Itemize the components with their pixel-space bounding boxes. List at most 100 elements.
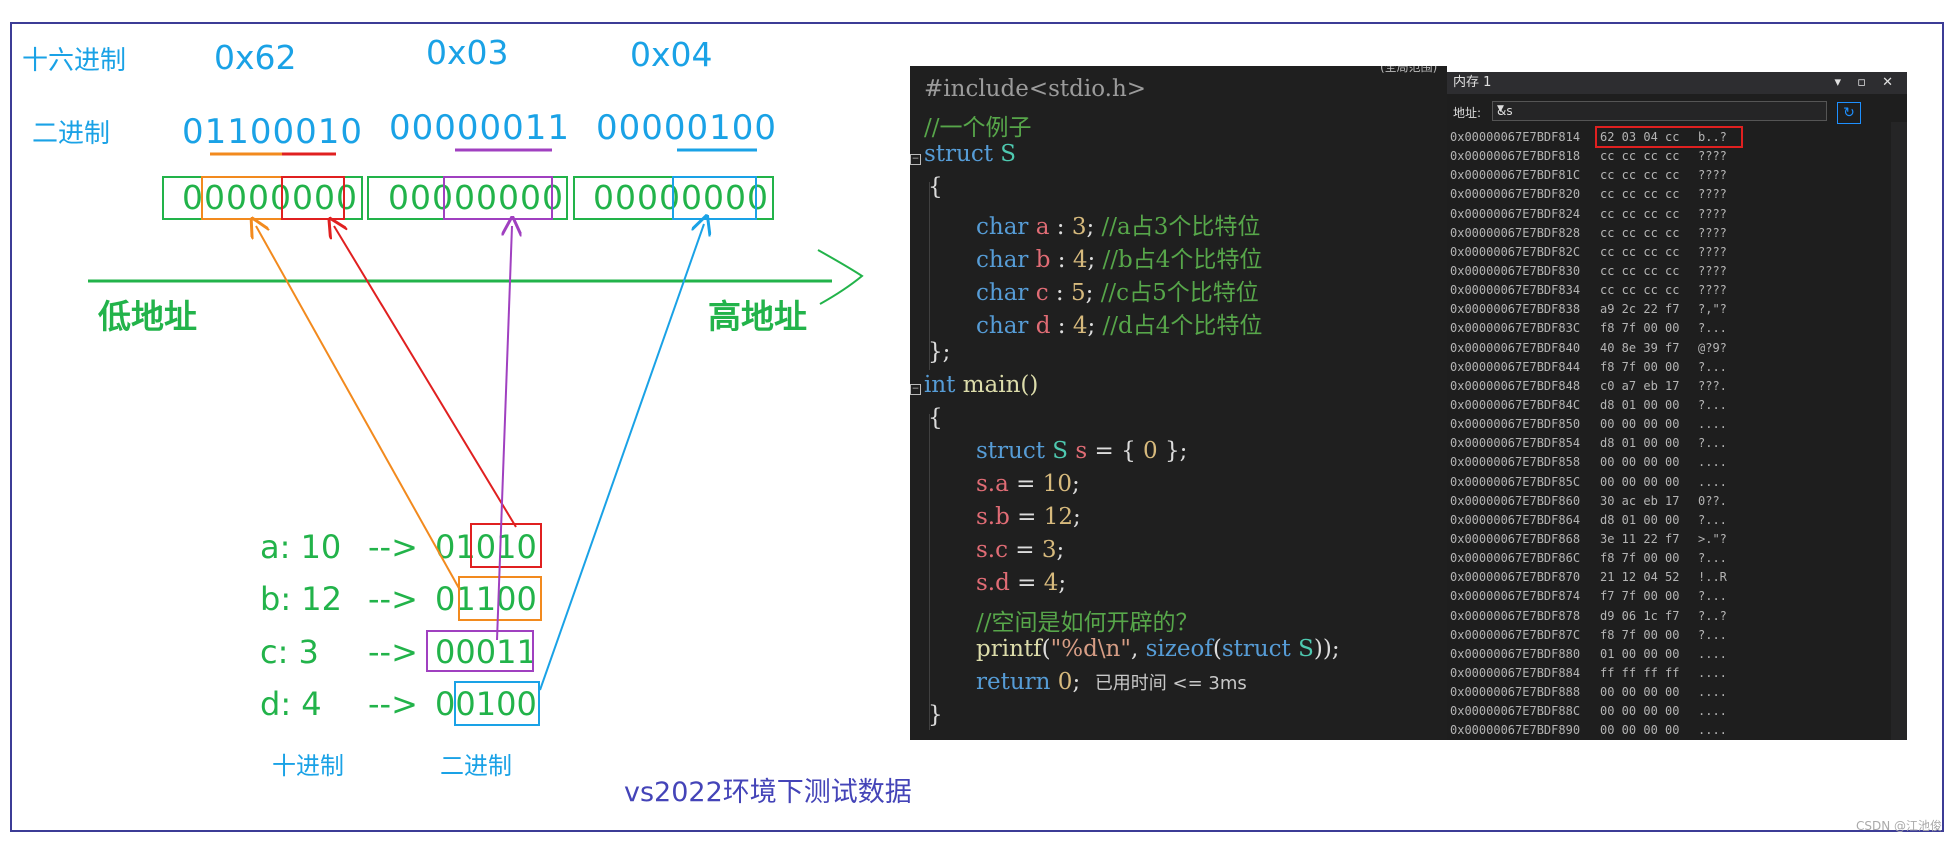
indent-guide <box>929 182 930 370</box>
assign-line-a: s.a = 10; <box>976 471 1080 497</box>
memory-address: 0x00000067E7BDF888 <box>1450 685 1581 700</box>
memory-ascii: ???? <box>1698 187 1727 202</box>
memory-bytes: 3e 11 22 f7 <box>1600 531 1680 546</box>
code-line-12: struct S s = { 0 }; <box>976 438 1188 464</box>
memory-bytes: 00 00 00 00 <box>1600 474 1680 489</box>
fold-toggle-icon[interactable]: − <box>910 154 921 165</box>
memory-address: 0x00000067E7BDF84C <box>1450 397 1581 412</box>
memory-address: 0x00000067E7BDF82C <box>1450 244 1581 259</box>
refresh-icon[interactable]: ↻ <box>1837 102 1861 124</box>
code-editor[interactable]: (全局范围) − − #include<stdio.h> //一个例子 stru… <box>910 66 1447 740</box>
code-line-3: struct S <box>924 141 1017 167</box>
address-label: 地址: <box>1453 106 1482 120</box>
memory-ascii: ???? <box>1698 225 1727 240</box>
memory-bytes: f8 7f 00 00 <box>1600 359 1680 374</box>
memory-bytes: cc cc cc cc <box>1600 283 1680 298</box>
memory-address: 0x00000067E7BDF860 <box>1450 493 1581 508</box>
code-line-4: { <box>928 174 943 200</box>
memory-address: 0x00000067E7BDF840 <box>1450 340 1581 355</box>
row-arrow: --> <box>368 580 418 618</box>
memory-bytes: c0 a7 eb 17 <box>1600 378 1680 393</box>
memory-ascii: .... <box>1698 455 1727 470</box>
memory-ascii: b..? <box>1698 130 1727 144</box>
row-label: d: 4 <box>260 685 322 723</box>
low-address-label: 低地址 <box>98 297 197 336</box>
field-box-b <box>201 176 345 220</box>
outer-frame <box>10 22 1944 832</box>
field-line-b: char b : 4; //b占4个比特位 <box>976 247 1263 273</box>
fold-toggle-icon[interactable]: − <box>910 384 921 395</box>
memory-bytes: 00 00 00 00 <box>1600 455 1680 470</box>
field-line-c: char c : 5; //c占5个比特位 <box>976 280 1259 306</box>
field-line-a: char a : 3; //a占3个比特位 <box>976 214 1261 240</box>
code-line-2: //一个例子 <box>924 115 1032 141</box>
arrow-d <box>539 224 704 691</box>
address-input[interactable]: &s ▼ <box>1492 101 1827 121</box>
code-line-20: } <box>928 702 943 728</box>
binary-caption: 二进制 <box>440 752 512 780</box>
assign-line-b: s.b = 12; <box>976 504 1081 530</box>
memory-bytes: f7 7f 00 00 <box>1600 589 1680 604</box>
memory-titlebar[interactable]: 内存 1 ▾ ▫ ✕ <box>1447 72 1907 94</box>
code-line-11: { <box>928 405 943 431</box>
memory-address: 0x00000067E7BDF88C <box>1450 704 1581 719</box>
memory-ascii: ?... <box>1698 589 1727 604</box>
window-controls-icon[interactable]: ▾ ▫ ✕ <box>1834 75 1899 90</box>
arrow-c <box>496 226 512 641</box>
hex-value-1: 0x03 <box>426 33 509 72</box>
code-line-9: }; <box>928 339 951 365</box>
memory-bytes: cc cc cc cc <box>1600 149 1680 164</box>
byte-box-1 <box>367 176 568 220</box>
scope-dropdown[interactable]: (全局范围) <box>1380 66 1438 74</box>
bin-value-0: 01100010 <box>182 112 364 152</box>
bin-value-2: 00000100 <box>596 108 778 148</box>
memory-window[interactable]: 内存 1 ▾ ▫ ✕ 地址: &s ▼ ↻ 0x00000067E7BDF814… <box>1447 72 1907 740</box>
memory-bytes: cc cc cc cc <box>1600 263 1680 278</box>
memory-ascii: 0??. <box>1698 493 1727 508</box>
memory-ascii: ???? <box>1698 206 1727 221</box>
memory-ascii: ???? <box>1698 149 1727 164</box>
memory-bytes: a9 2c 22 f7 <box>1600 302 1680 317</box>
memory-bytes: 00 00 00 00 <box>1600 704 1680 719</box>
chevron-down-icon[interactable]: ▼ <box>1497 104 1504 114</box>
bin-label: 二进制 <box>32 119 111 149</box>
code-line-19: return 0; 已用时间 <= 3ms <box>976 669 1247 695</box>
memory-address: 0x00000067E7BDF848 <box>1450 378 1581 393</box>
memory-address: 0x00000067E7BDF85C <box>1450 474 1581 489</box>
byte-bits-0: 00000000 <box>182 178 358 217</box>
vertical-scrollbar[interactable] <box>1891 122 1907 740</box>
